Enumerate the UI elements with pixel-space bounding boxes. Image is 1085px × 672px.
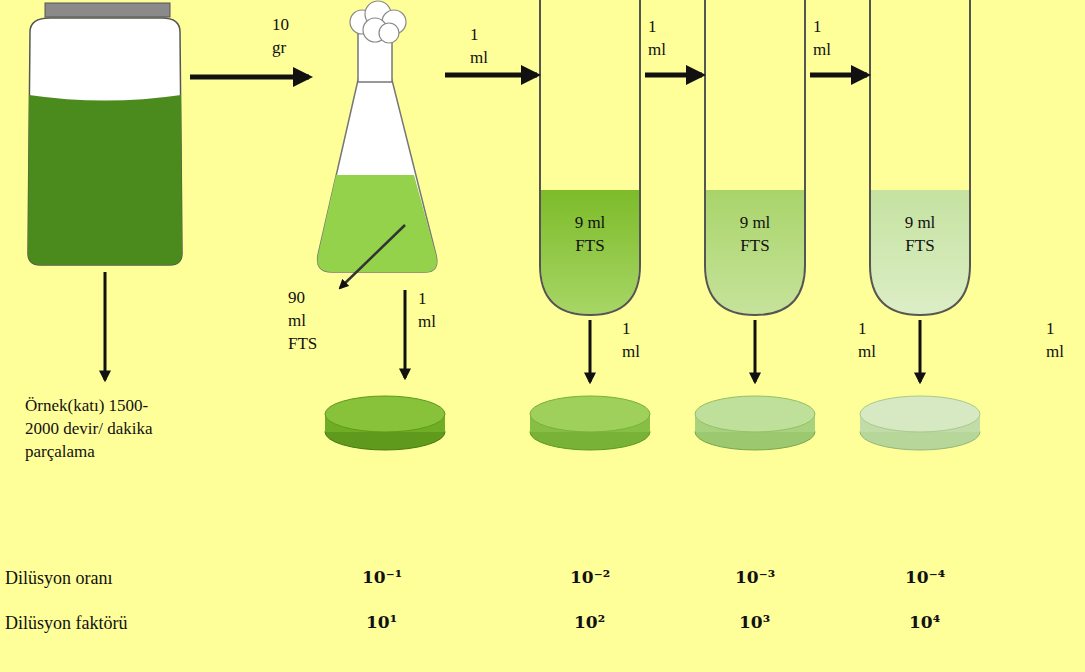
pointer-arrow [104,272,107,380]
sample-jar: Örnek(katı) 1500-2000 devir/ dakika parç… [25,3,185,268]
dilution-ratio: 10⁻² [570,566,610,589]
volume-label: 1 ml [648,16,666,62]
flask-liquid [318,175,437,272]
jar-lid [45,3,170,17]
volume-label: 1 ml [622,318,640,364]
transfer-arrow [645,73,702,78]
dilution-factor: 10¹ [366,611,397,634]
dilution-factor: 10⁴ [909,611,940,634]
test-tube: 9 ml FTS [870,0,970,315]
volume-label: 1 ml [418,288,436,334]
tube-liquid [541,190,639,314]
dilution-ratio: 10⁻¹ [362,566,402,589]
petri-dish [860,396,980,450]
petri-dish [695,396,815,450]
volume-label: 1 ml [470,24,488,70]
pointer-arrow [340,225,405,288]
jar-body [28,18,182,265]
test-tube [705,0,805,315]
volume-label: 1 ml [813,16,831,62]
volume-label: 10 gr [272,14,289,60]
node-label: Örnek(katı) 1500-2000 devir/ dakika parç… [25,395,175,464]
transfer-arrow [919,320,922,382]
petri-dish [530,396,650,450]
test-tube: 9 ml FTS [540,0,640,315]
dilution-ratio: 10⁻⁴ [905,566,945,589]
test-tube [870,0,970,315]
node-label: 90 ml FTS [288,287,317,356]
jar-sample [28,95,182,265]
dilution-factor: 10² [574,611,605,634]
dilution-factor: 10³ [739,611,770,634]
transfer-arrow [810,73,867,78]
flask: 90 ml FTS [312,0,440,274]
cotton-plug [350,1,406,43]
flask-body [318,80,437,272]
row-heading: Dilüsyon faktörü [5,611,127,635]
tube-label: 9 ml FTS [889,212,951,258]
transfer-arrow [754,320,757,382]
volume-label: 1 ml [1046,318,1064,364]
tube-label: 9 ml FTS [559,212,621,258]
dilution-ratio: 10⁻³ [735,566,775,589]
tube-label: 9 ml FTS [724,212,786,258]
tube-liquid [706,190,804,314]
petri-dish [325,396,445,450]
test-tube: 9 ml FTS [705,0,805,315]
transfer-arrow [589,320,592,382]
transfer-arrow [190,75,309,80]
row-heading: Dilüsyon oranı [5,566,113,590]
transfer-arrow [445,73,537,78]
volume-label: 1 ml [858,318,876,364]
test-tube [540,0,640,315]
transfer-arrow [404,290,407,378]
tube-liquid [871,190,969,314]
